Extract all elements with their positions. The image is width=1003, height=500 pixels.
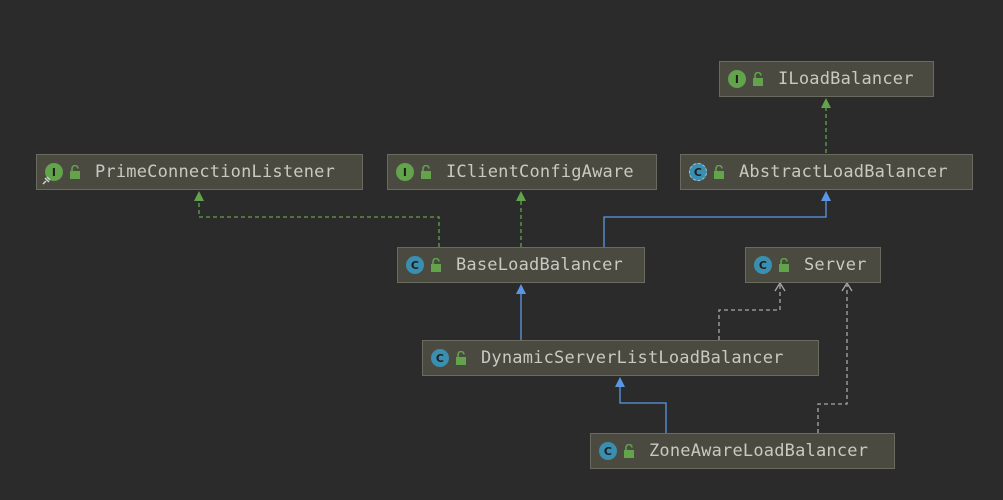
unlocked-icon bbox=[70, 165, 80, 179]
unlocked-icon bbox=[456, 351, 466, 365]
class-icon: C bbox=[599, 442, 617, 460]
abstract-class-icon: C bbox=[689, 163, 707, 181]
class-icon: C bbox=[406, 256, 424, 274]
interface-icon: I bbox=[728, 70, 746, 88]
node-label: ZoneAwareLoadBalancer bbox=[649, 441, 869, 461]
node-label: BaseLoadBalancer bbox=[456, 255, 623, 275]
node-zoneawareloadbalancer[interactable]: C ZoneAwareLoadBalancer bbox=[590, 433, 895, 469]
edge-baseloadbalancer-implements-iclientconfigaware bbox=[516, 191, 526, 247]
node-primeconnectionlistener[interactable]: I PrimeConnectionListener bbox=[36, 154, 363, 190]
unlocked-icon bbox=[431, 258, 441, 272]
interface-icon: I bbox=[42, 163, 63, 185]
node-iloadbalancer[interactable]: I ILoadBalancer bbox=[719, 61, 934, 97]
edge-abstractloadbalancer-implements-iloadbalancer bbox=[821, 98, 831, 153]
edge-zoneawareloadbalancer-uses-server bbox=[817, 281, 853, 433]
class-icon: C bbox=[754, 256, 772, 274]
unlocked-icon bbox=[714, 165, 724, 179]
node-label: IClientConfigAware bbox=[446, 162, 634, 182]
node-iclientconfigaware[interactable]: I IClientConfigAware bbox=[387, 154, 657, 190]
edge-zoneawareloadbalancer-extends-dynamicserverlistloadbalancer bbox=[615, 377, 667, 433]
unlocked-icon bbox=[624, 444, 634, 458]
edge-baseloadbalancer-implements-primeconnectionlistener bbox=[194, 191, 440, 247]
node-baseloadbalancer[interactable]: C BaseLoadBalancer bbox=[397, 247, 645, 283]
unlocked-icon bbox=[753, 72, 763, 86]
node-label: AbstractLoadBalancer bbox=[739, 162, 948, 182]
edge-dynamicserverlistloadbalancer-extends-baseloadbalancer bbox=[516, 284, 526, 340]
node-label: ILoadBalancer bbox=[778, 69, 914, 89]
node-dynamicserverlistloadbalancer[interactable]: C DynamicServerListLoadBalancer bbox=[422, 340, 819, 376]
interface-icon: I bbox=[396, 163, 414, 181]
edge-dynamicserverlistloadbalancer-uses-server bbox=[718, 281, 786, 340]
node-label: PrimeConnectionListener bbox=[95, 162, 336, 182]
node-label: DynamicServerListLoadBalancer bbox=[481, 348, 784, 368]
node-label: Server bbox=[804, 255, 867, 275]
node-abstractloadbalancer[interactable]: C AbstractLoadBalancer bbox=[680, 154, 973, 190]
pin-icon bbox=[42, 176, 51, 185]
class-icon: C bbox=[431, 349, 449, 367]
edge-baseloadbalancer-extends-abstractloadbalancer bbox=[603, 191, 831, 247]
unlocked-icon bbox=[779, 258, 789, 272]
unlocked-icon bbox=[421, 165, 431, 179]
node-server[interactable]: C Server bbox=[745, 247, 881, 283]
